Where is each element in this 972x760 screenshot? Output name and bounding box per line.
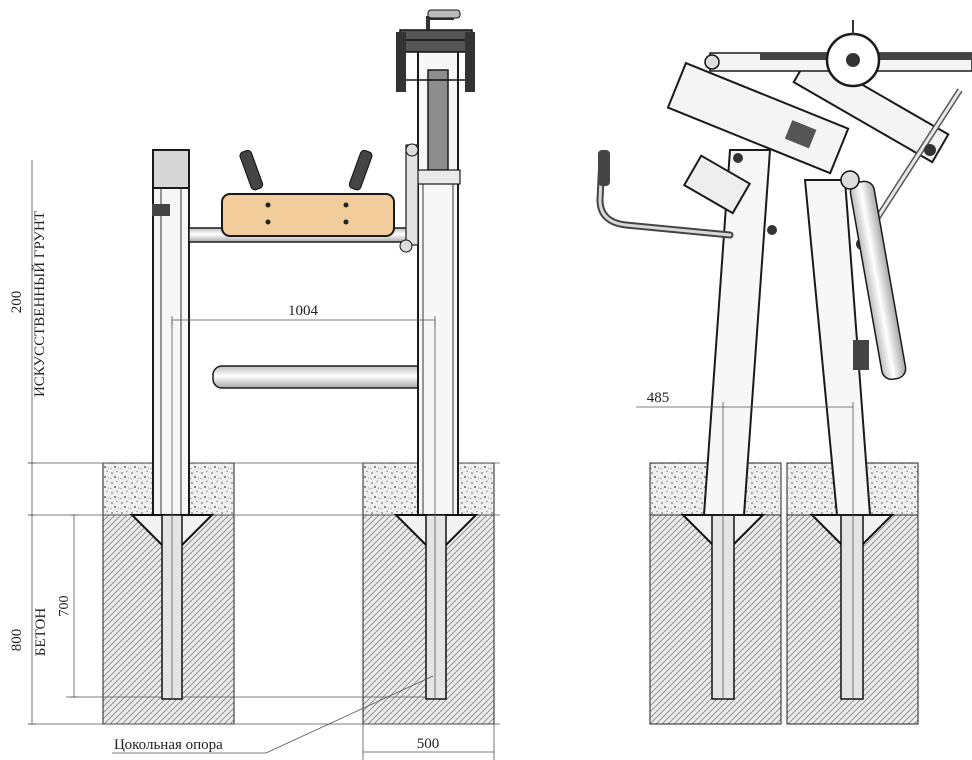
dimension-200-label: 200 [9,291,25,314]
dimension-1004-label: 1004 [288,303,319,319]
dimension-800-label: 800 [9,629,25,652]
artificial-soil-label: ИСКУССТВЕННЫЙ ГРУНТ [31,211,48,397]
footing-label: Цокольная опора [114,737,223,753]
front-view: 1004 200 ИСКУССТВЕННЫЙ ГРУНТ 800 БЕТОН 7… [9,9,500,760]
seat [221,149,395,237]
footing-callout: Цокольная опора [112,675,434,754]
dimension-1004: 1004 [171,303,436,325]
dimension-700-label: 700 [57,596,72,617]
dimension-500: 500 [362,724,495,760]
dimension-485: 485 [636,390,854,700]
vertical-dimensions: 200 ИСКУССТВЕННЫЙ ГРУНТ 800 БЕТОН 700 [9,160,78,725]
front-right-post [393,9,479,700]
dimension-485-label: 485 [647,390,670,406]
side-view: 485 [596,20,972,725]
dimension-500-label: 500 [417,736,440,752]
concrete-label: БЕТОН [33,608,49,657]
front-left-post [129,149,215,700]
